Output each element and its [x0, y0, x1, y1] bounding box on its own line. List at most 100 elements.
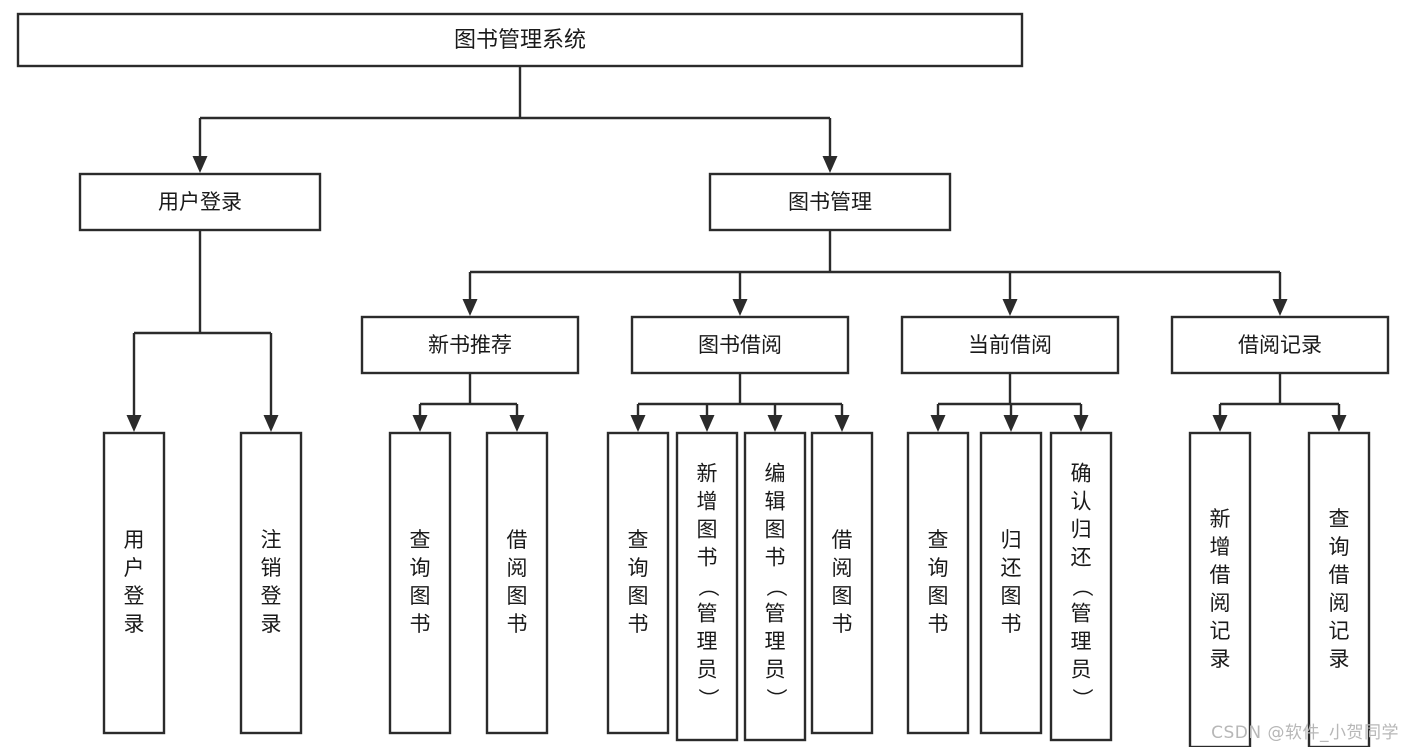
arrow-head-icon	[1003, 415, 1019, 432]
node-box-borrow-book-2[interactable]	[810, 431, 874, 735]
node-label-current-borrow: 当前借阅	[968, 333, 1052, 357]
node-book-management[interactable]: 图书管理	[708, 172, 952, 232]
node-label-char: 确	[1071, 462, 1092, 486]
node-user-login-do[interactable]: 用户登录	[102, 431, 166, 735]
node-box-root[interactable]	[16, 12, 1024, 68]
node-label-char: 图	[697, 518, 718, 542]
arrow-head-icon	[630, 415, 646, 432]
arrow-head-icon	[732, 299, 748, 316]
node-user-login[interactable]: 用户登录	[78, 172, 322, 232]
node-label-char: 理	[1071, 630, 1092, 654]
node-box-borrow-records[interactable]	[1170, 315, 1390, 375]
node-label-char: 图	[628, 584, 649, 608]
connector-nbr-fanout	[412, 373, 525, 432]
node-book-borrow[interactable]: 图书借阅	[630, 315, 850, 375]
node-label-char: 新	[1210, 507, 1231, 531]
node-label-char: 归	[1001, 528, 1022, 552]
nodes-layer: 图书管理系统用户登录用户登录注销登录图书管理新书推荐查询图书借阅图书图书借阅查询…	[16, 12, 1390, 747]
node-current-borrow[interactable]: 当前借阅	[900, 315, 1120, 375]
connector-bb-fanout	[630, 373, 850, 432]
node-label-char: 管	[697, 602, 718, 626]
node-box-current-borrow[interactable]	[900, 315, 1120, 375]
connectors-layer	[126, 66, 1347, 432]
node-label-char: 辑	[765, 490, 786, 514]
node-label-char: 图	[507, 584, 528, 608]
node-label-char: 登	[124, 584, 145, 608]
node-box-user-login[interactable]	[78, 172, 322, 232]
node-box-borrow-book-1[interactable]	[485, 431, 549, 735]
arrow-head-icon	[930, 415, 946, 432]
node-label-char: 还	[1001, 556, 1022, 580]
connector-br-fanout	[1212, 373, 1347, 432]
node-label-char: ）	[764, 688, 788, 709]
node-box-query-borrow-record[interactable]	[1307, 431, 1371, 747]
node-label-char: 录	[1329, 647, 1350, 671]
node-label-char: 图	[928, 584, 949, 608]
node-box-new-book-recommend[interactable]	[360, 315, 580, 375]
node-box-query-book-2[interactable]	[606, 431, 670, 735]
node-box-query-book-3[interactable]	[906, 431, 970, 735]
node-label-char: 增	[1210, 535, 1231, 559]
connector-login-fanout	[126, 230, 279, 432]
node-label-char: 图	[765, 518, 786, 542]
node-box-add-book[interactable]	[675, 431, 739, 742]
node-label-char: 销	[261, 556, 282, 580]
node-label-char: 查	[410, 528, 431, 552]
node-label-char: 用	[124, 528, 145, 552]
node-label-char: （	[696, 576, 720, 597]
node-label-char: 书	[507, 612, 528, 636]
node-label-book-management: 图书管理	[788, 190, 872, 214]
node-box-return-book[interactable]	[979, 431, 1043, 735]
node-label-char: 书	[697, 546, 718, 570]
node-box-user-login-do[interactable]	[102, 431, 166, 735]
node-label-char: 录	[261, 612, 282, 636]
node-label-char: 录	[124, 612, 145, 636]
node-label-char: 注	[261, 528, 282, 552]
node-label-char: 录	[1210, 647, 1231, 671]
node-label-char: 书	[1001, 612, 1022, 636]
node-borrow-records[interactable]: 借阅记录	[1170, 315, 1390, 375]
node-label-char: 员	[765, 658, 786, 682]
arrow-head-icon	[1212, 415, 1228, 432]
node-label-char: 记	[1210, 619, 1231, 643]
arrow-head-icon	[1073, 415, 1089, 432]
node-label-char: 理	[765, 630, 786, 654]
node-label-char: 书	[628, 612, 649, 636]
node-label-char: 管	[1071, 602, 1092, 626]
arrow-head-icon	[1331, 415, 1347, 432]
node-box-book-management[interactable]	[708, 172, 952, 232]
node-label-char: 图	[410, 584, 431, 608]
node-label-char: 登	[261, 584, 282, 608]
node-label-char: 询	[1329, 535, 1350, 559]
node-label-char: 编	[765, 462, 786, 486]
node-box-add-borrow-record[interactable]	[1188, 431, 1252, 747]
arrow-head-icon	[699, 415, 715, 432]
node-box-user-logout[interactable]	[239, 431, 303, 735]
node-label-char: 阅	[507, 556, 528, 580]
node-new-book-recommend[interactable]: 新书推荐	[360, 315, 580, 375]
arrow-head-icon	[509, 415, 525, 432]
node-box-confirm-return[interactable]	[1049, 431, 1113, 742]
node-label-char: 管	[765, 602, 786, 626]
node-label-char: （	[1070, 576, 1094, 597]
node-box-query-book-1[interactable]	[388, 431, 452, 735]
arrow-head-icon	[1002, 299, 1018, 316]
node-box-edit-book[interactable]	[743, 431, 807, 742]
node-box-book-borrow[interactable]	[630, 315, 850, 375]
node-root[interactable]: 图书管理系统	[16, 12, 1024, 68]
node-label-char: 询	[410, 556, 431, 580]
arrow-head-icon	[1272, 299, 1288, 316]
